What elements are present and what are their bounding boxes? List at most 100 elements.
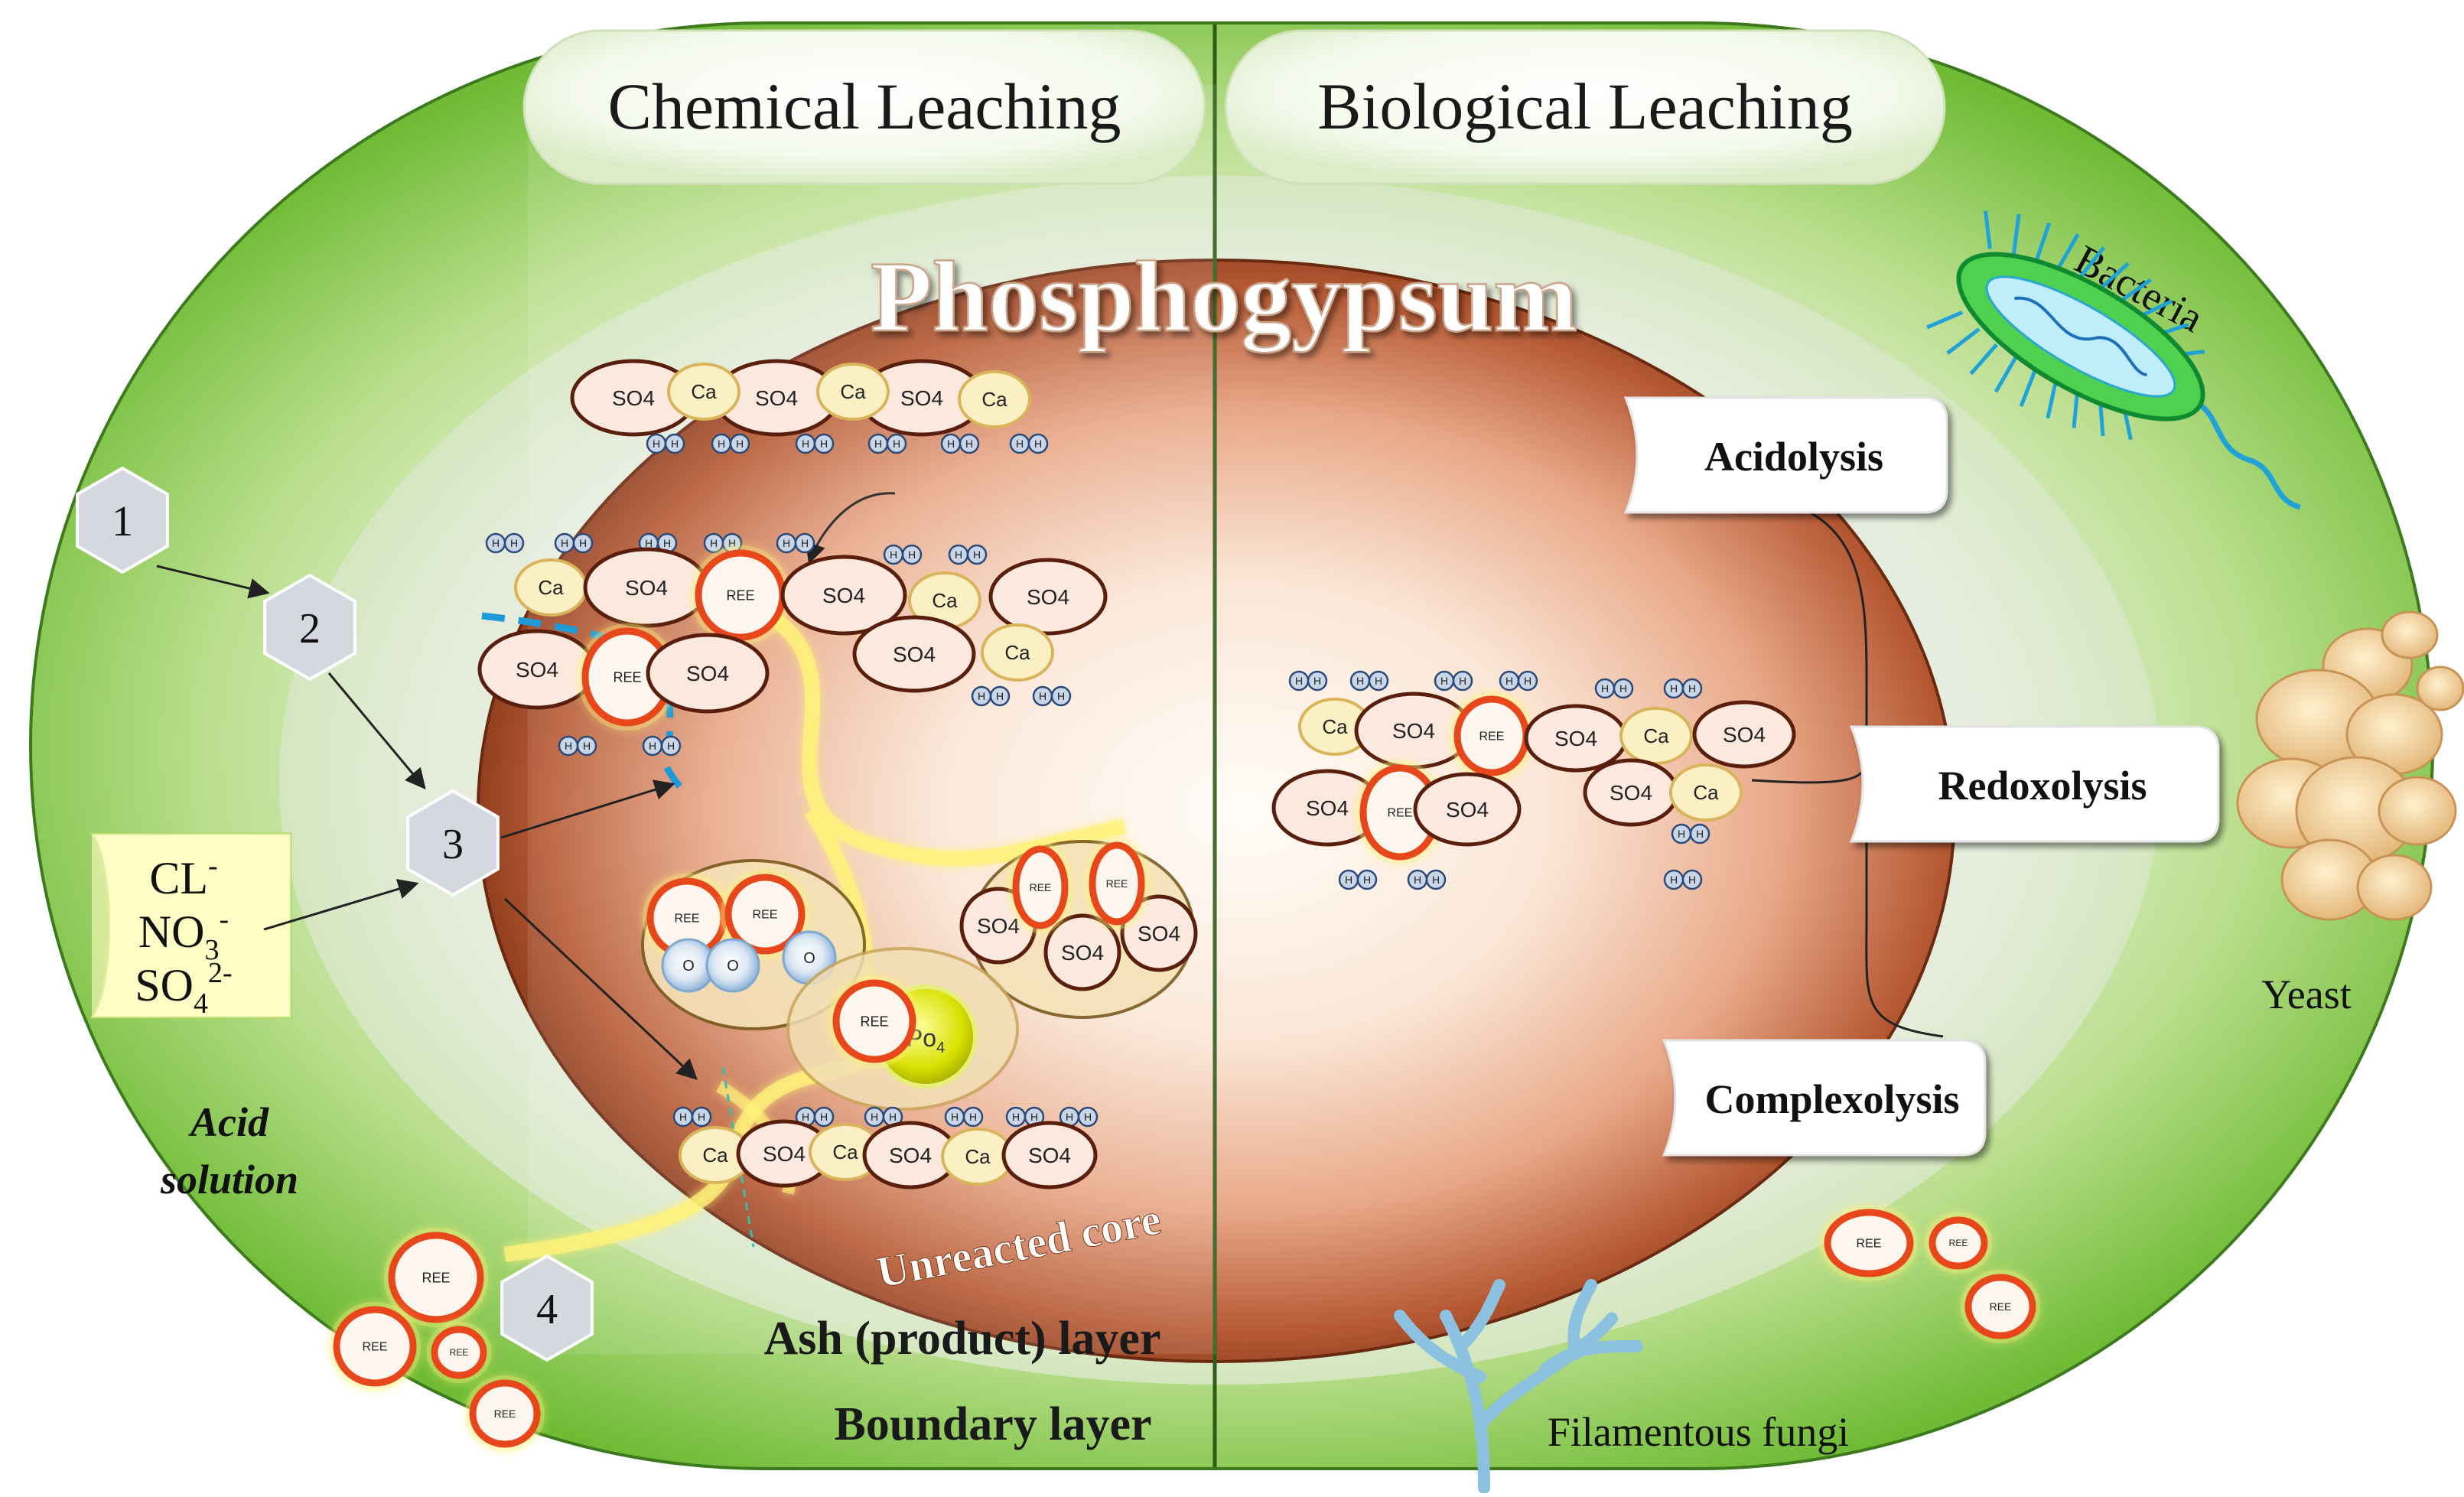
hydrogen-label: H: [1505, 675, 1513, 687]
ree-ion: REE: [1925, 1212, 1992, 1274]
hydrogen-label: H: [1363, 874, 1371, 886]
ree-label: REE: [613, 669, 641, 685]
hydrogen-label: H: [1601, 682, 1609, 695]
ree-label: REE: [726, 587, 754, 603]
hydrogen-label: H: [728, 537, 736, 549]
hydrogen-label: H: [736, 438, 744, 450]
sulfate-label: SO4: [889, 1144, 932, 1167]
ree-ion: REE: [1450, 692, 1534, 780]
sulfate-label: SO4: [625, 576, 668, 600]
calcium-atom: Ca: [958, 370, 1031, 428]
hydrogen-label: H: [820, 1111, 828, 1123]
ree-label: REE: [860, 1014, 888, 1029]
sulfate-label: SO4: [1027, 585, 1069, 609]
acid-label-line2: solution: [160, 1157, 298, 1202]
teal-front-line: [721, 1066, 755, 1248]
hydrogen-label: H: [1057, 690, 1065, 702]
ree-label: REE: [1106, 877, 1128, 890]
boundary-layer-label: Boundary layer: [834, 1398, 1151, 1450]
mechanism-label: Redoxolysis: [1938, 763, 2147, 809]
ree-label: REE: [1388, 807, 1413, 820]
hydrogen-label: H: [1524, 675, 1531, 687]
ion-nitrate: NO: [138, 906, 205, 957]
hydrogen-label: H: [710, 537, 718, 549]
svg-text:CL-: CL-: [149, 850, 217, 903]
sulfate-molecule: SO4: [477, 629, 597, 710]
sulfate-label: SO4: [977, 914, 1020, 938]
hydrogen-label: H: [679, 1111, 687, 1123]
hydrogen-label: H: [802, 438, 809, 450]
calcium-atom: Ca: [1669, 763, 1743, 822]
fungi-icon: [1394, 1279, 1643, 1494]
sulfate-label: SO4: [1392, 719, 1435, 743]
calcium-label: Ca: [832, 1141, 858, 1163]
yeast-icon: [2236, 610, 2464, 921]
hydrogen-label: H: [802, 1111, 809, 1123]
step-marker-1: 1: [76, 466, 169, 574]
hydrogen-label: H: [969, 1111, 977, 1123]
yeast-label: Yeast: [2261, 971, 2352, 1017]
hydrogen-label: H: [1039, 690, 1046, 702]
calcium-atom: Ca: [816, 363, 890, 421]
sulfate-label: SO4: [686, 662, 729, 685]
ree-label: REE: [494, 1408, 516, 1420]
mechanism-acidolysis: Acidolysis: [1623, 396, 1948, 514]
sulfate-label: SO4: [755, 386, 798, 410]
sulfate-label: SO4: [1554, 727, 1597, 750]
hydrogen-label: H: [955, 548, 962, 561]
ree-ion: REE: [721, 870, 809, 958]
hydrogen-label: H: [718, 438, 725, 450]
calcium-label: Ca: [1643, 724, 1669, 747]
ion-nitrate-sub: 3: [205, 934, 220, 966]
ree-ion: REE: [578, 623, 677, 731]
hydrogen-label: H: [951, 1111, 959, 1123]
hydrogen-label: H: [965, 438, 973, 450]
ree-label: REE: [1949, 1238, 1968, 1248]
calcium-atom: Ca: [667, 363, 741, 421]
hydrogen-label: H: [947, 438, 955, 450]
hydrogen-label: H: [1414, 874, 1421, 886]
ree-ion: REE: [1008, 841, 1073, 933]
calcium-label: Ca: [702, 1144, 728, 1167]
calcium-atom: Ca: [908, 571, 981, 630]
ree-ion: REE: [1820, 1205, 1918, 1281]
hydrogen-label: H: [579, 537, 587, 549]
hydrogen-label: H: [890, 548, 897, 561]
hydrogen-label: H: [1356, 675, 1364, 687]
hydrogen-label: H: [698, 1111, 705, 1123]
sulfate-molecule: SO4: [1692, 700, 1796, 769]
calcium-label: Ca: [691, 380, 717, 403]
ree-ion: REE: [643, 874, 731, 962]
ree-ion: REE: [1085, 838, 1149, 929]
hydrogen-label: H: [1066, 1111, 1073, 1123]
calcium-label: Ca: [965, 1145, 991, 1168]
header-biological-text: Biological Leaching: [1317, 70, 1853, 143]
hydrogen-label: H: [871, 1111, 878, 1123]
ree-ion: REE: [465, 1375, 545, 1452]
sulfate-molecule: SO4: [1413, 772, 1522, 847]
sulfate-molecule: SO4: [862, 1121, 959, 1189]
sulfate-molecule: SO4: [583, 547, 710, 628]
hydrogen-label: H: [1688, 874, 1696, 886]
